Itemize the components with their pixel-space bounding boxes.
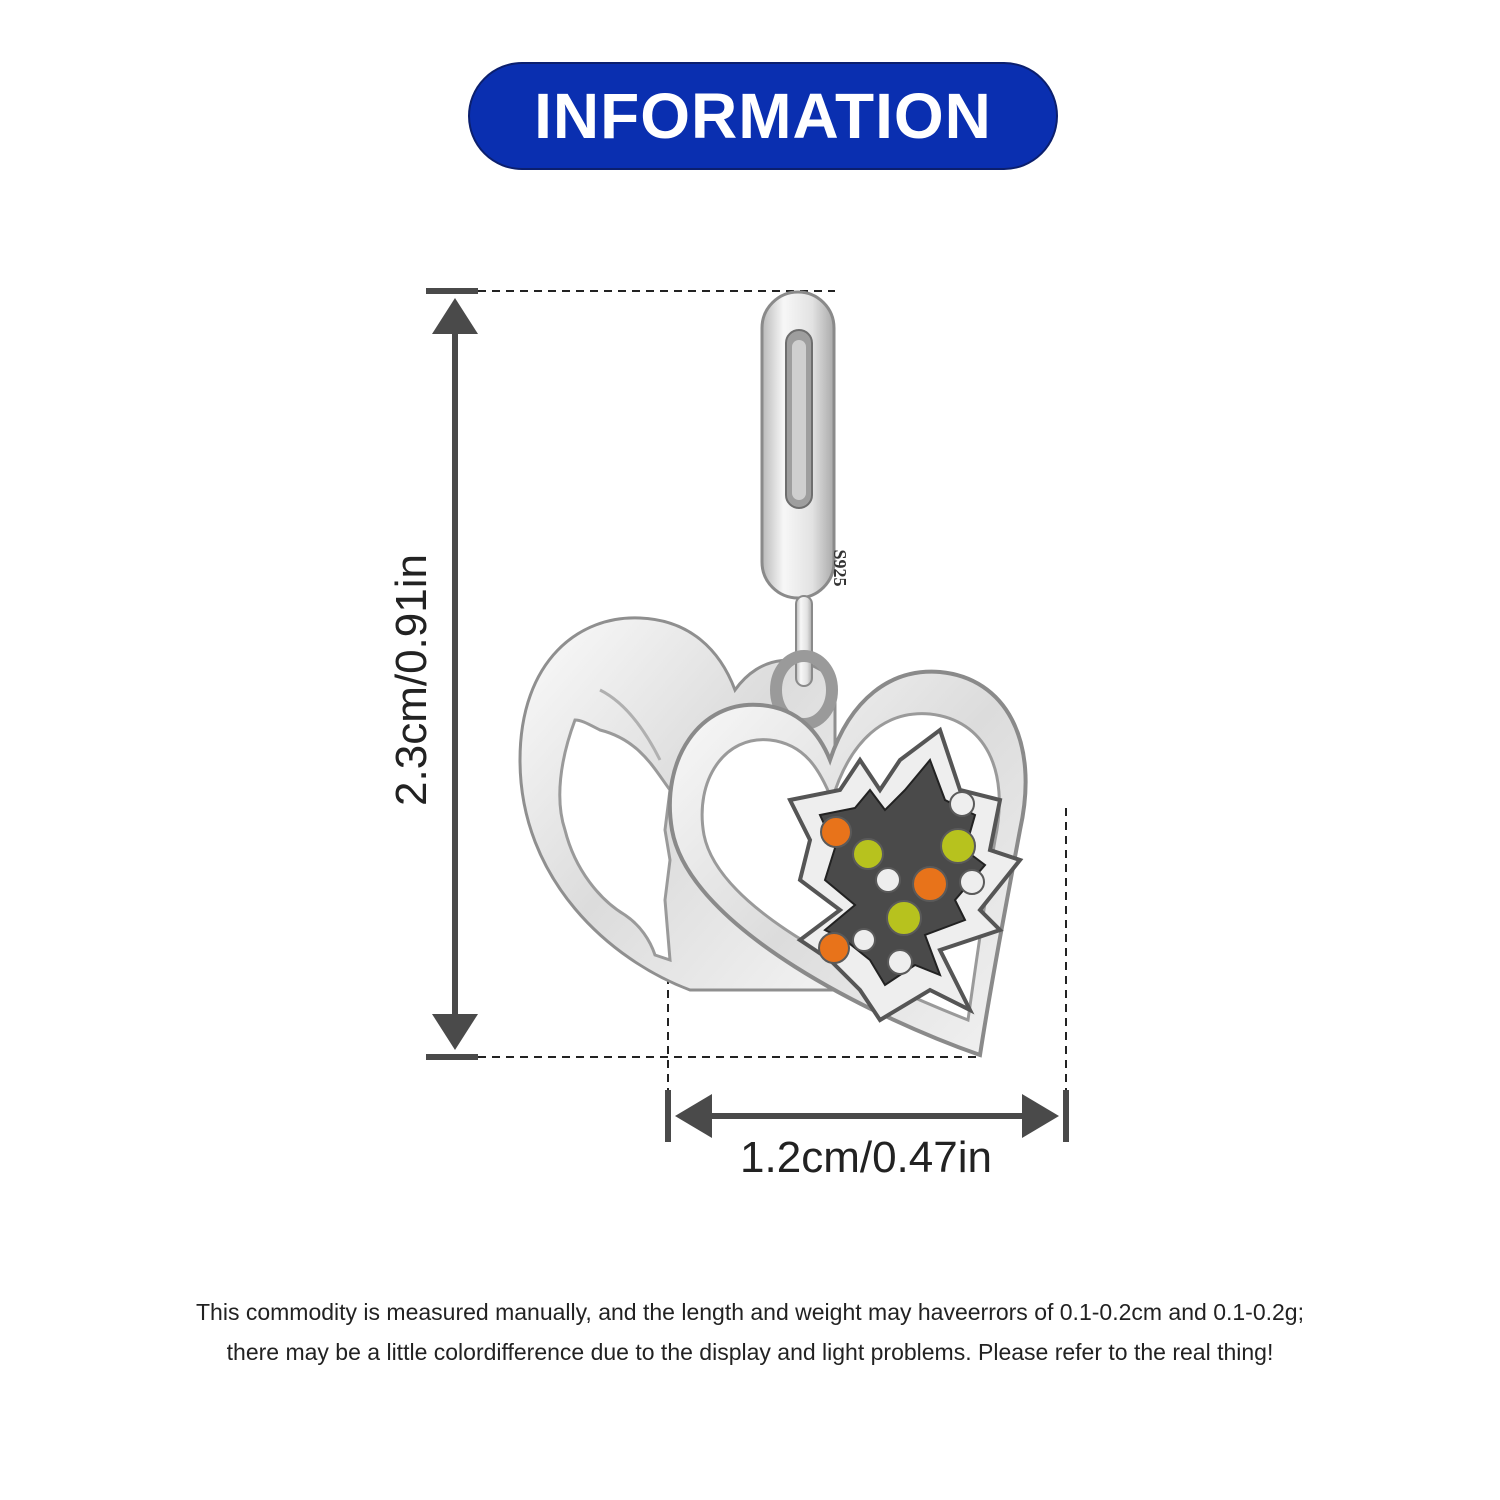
disclaimer: This commodity is measured manually, and… [0, 1292, 1500, 1372]
gemstones [818, 791, 985, 975]
gem-clear [959, 869, 985, 895]
information-banner: INFORMATION [468, 62, 1058, 170]
width-label: 1.2cm/0.47in [740, 1133, 992, 1182]
gem-clear [875, 867, 901, 893]
dimension-guides [478, 290, 1067, 1140]
gem-clear [852, 928, 876, 952]
height-arrow [426, 288, 478, 1060]
gem-clear [887, 949, 913, 975]
width-arrow [665, 1090, 1069, 1142]
height-label: 2.3cm/0.91in [387, 554, 436, 806]
gem-yellow [940, 828, 976, 864]
banner-title: INFORMATION [534, 80, 992, 152]
charm-bail: S925 [760, 290, 850, 730]
gem-clear [949, 791, 975, 817]
disclaimer-line: there may be a little colordifference du… [226, 1339, 1274, 1365]
gem-yellow [852, 838, 884, 870]
disclaimer-line: This commodity is measured manually, and… [196, 1299, 1304, 1325]
gem-orange [912, 866, 948, 902]
gem-orange [820, 816, 852, 848]
gem-yellow [886, 900, 922, 936]
s925-stamp: S925 [830, 549, 850, 586]
gem-orange [818, 932, 850, 964]
